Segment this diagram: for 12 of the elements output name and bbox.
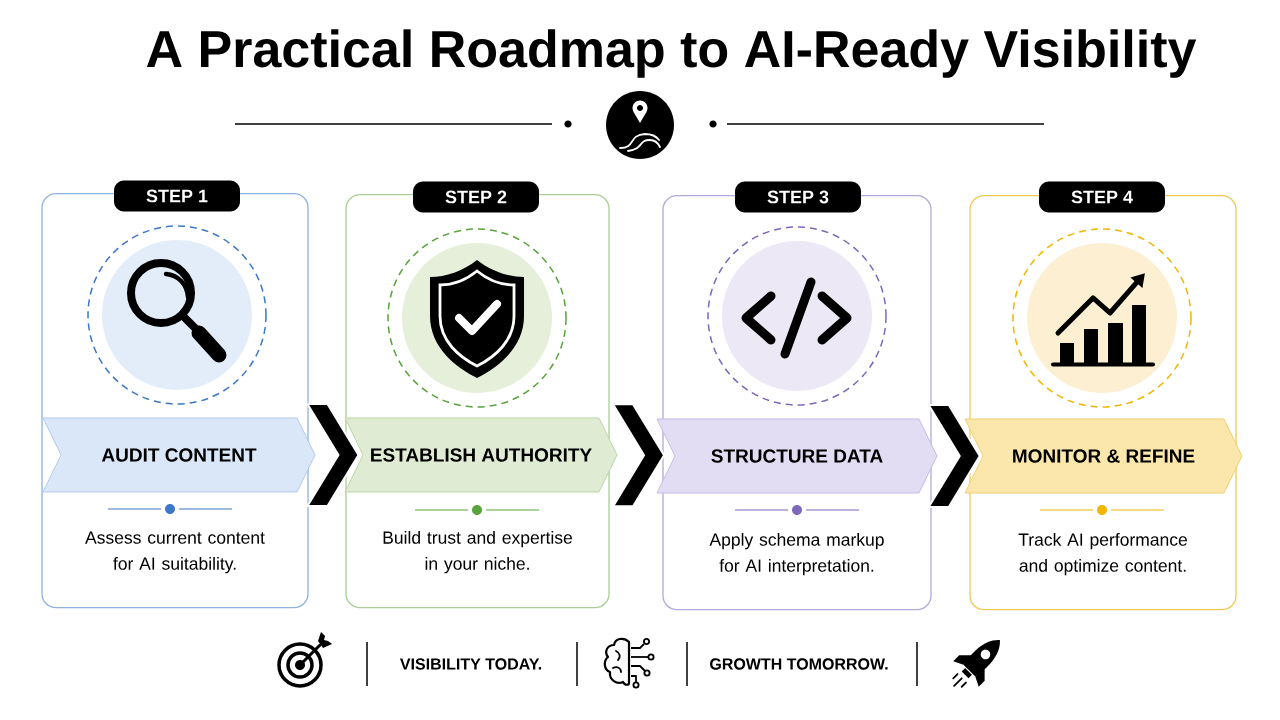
arrow-banner: MONITOR & REFINE (964, 418, 1243, 494)
tagline: GROWTH TOMORROW. (710, 658, 888, 670)
step-badge: STEP 3 (735, 181, 861, 213)
step-badge: STEP 2 (413, 181, 539, 213)
arrow-banner: STRUCTURE DATA (656, 418, 938, 494)
tagline: VISIBILITY TODAY. (400, 658, 542, 670)
chevron-arrow (305, 403, 360, 507)
step-badge: STEP 4 (1039, 181, 1165, 213)
title: A Practical Roadmap to AI-Ready Visibility (146, 29, 1197, 78)
arrow-banner: ESTABLISH AUTHORITY (344, 417, 618, 493)
step-badge: STEP 1 (114, 180, 240, 212)
arrow-banner: AUDIT CONTENT (42, 417, 316, 493)
